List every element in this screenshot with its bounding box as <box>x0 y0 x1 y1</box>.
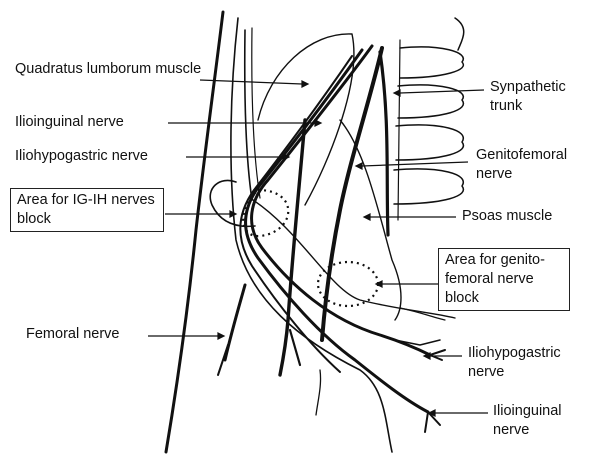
label-femoral-nerve: Femoral nerve <box>26 325 119 344</box>
label-iliohypogastric-nerve-lower: Iliohypogastric nerve <box>468 344 598 382</box>
sympathetic-trunk <box>380 52 388 235</box>
pelvis-curve <box>250 198 455 318</box>
vertebral-column <box>394 18 464 220</box>
label-iliohypogastric-nerve: Iliohypogastric nerve <box>15 147 148 166</box>
label-ig-ih-block-area: Area for IG-IH nerves block <box>10 188 164 232</box>
label-gf-block-area: Area for genito- femoral nerve block <box>438 248 570 311</box>
lateral-cutaneous-nerves <box>245 30 252 200</box>
label-genitofemoral-nerve: Genitofemoral nerve <box>476 146 596 184</box>
label-psoas-muscle: Psoas muscle <box>462 207 552 226</box>
label-ilioinguinal-nerve: Ilioinguinal nerve <box>15 113 124 132</box>
femoral-branch-left <box>225 285 245 360</box>
label-ilioinguinal-nerve-lower: Ilioinguinal nerve <box>493 402 593 440</box>
label-quadratus-lumborum: Quadratus lumborum muscle <box>15 60 205 79</box>
label-sympathetic-trunk: Synpathetic trunk <box>490 78 602 116</box>
